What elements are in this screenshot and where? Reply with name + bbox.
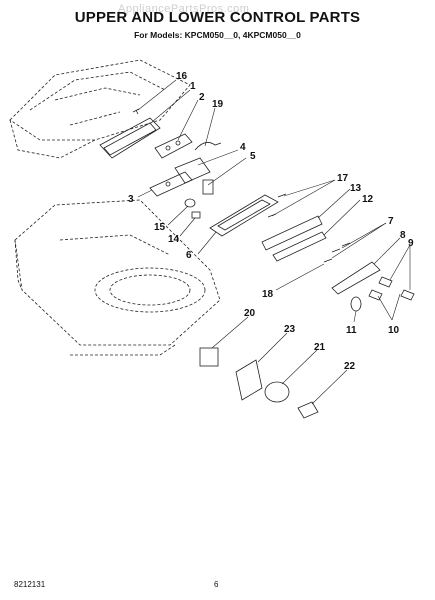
callout-label: 14: [168, 234, 180, 245]
callout-label: 23: [284, 324, 296, 335]
callout-label: 7: [388, 216, 394, 227]
page-subtitle: For Models: KPCM050__0, 4KPCM050__0: [134, 30, 301, 40]
callout-label: 3: [128, 194, 134, 205]
callout-label: 9: [408, 238, 414, 249]
lower-base-outline: [14, 199, 221, 356]
leader-lines: [137, 79, 411, 405]
callout-label: 20: [244, 308, 256, 319]
callout-label: 1: [190, 81, 196, 92]
callout-label: 8: [400, 230, 406, 241]
callout-label: 4: [240, 142, 246, 153]
part-lower-plate: [331, 261, 381, 295]
part-knob: [297, 401, 319, 419]
part-lens: [350, 296, 362, 312]
part-seal: [272, 231, 327, 262]
part-spacer: [191, 211, 201, 219]
part-tabs: [378, 276, 415, 301]
part-block: [199, 347, 219, 367]
part-ring: [264, 381, 290, 403]
part-bracket: [174, 157, 211, 184]
page-title: UPPER AND LOWER CONTROL PARTS: [74, 9, 361, 26]
callout-label: 17: [337, 173, 349, 184]
document-number: 8212131: [14, 580, 46, 589]
part-wire-harness: [194, 142, 222, 151]
part-plate: [149, 171, 193, 197]
page-number: 6: [214, 580, 219, 589]
part-gasket: [261, 215, 323, 251]
upper-housing-outline: [9, 59, 191, 159]
callout-label: 6: [186, 250, 192, 261]
part-screws-17: [267, 193, 287, 218]
part-bushing: [184, 198, 196, 208]
callout-label: 19: [212, 99, 224, 110]
part-frame: [209, 194, 279, 237]
part-screws-7: [323, 242, 351, 263]
part-buttons: [368, 289, 383, 301]
callout-label: 12: [362, 194, 374, 205]
callout-label: 13: [350, 183, 362, 194]
callout-label: 10: [388, 325, 400, 336]
part-circuit-board: [154, 133, 193, 159]
watermark: AppliancePartsPros.com: [118, 3, 250, 15]
part-switch: [202, 179, 214, 195]
callout-label: 18: [262, 289, 274, 300]
part-callouts: 16 1 2 19 4 5 3 17 13 15 14 12 6 7 8 9 1…: [128, 71, 414, 372]
part-control-panel: [99, 117, 161, 159]
callout-label: 2: [199, 92, 205, 103]
callout-label: 5: [250, 151, 256, 162]
part-mount: [235, 359, 263, 401]
callout-label: 16: [176, 71, 188, 82]
callout-label: 15: [154, 222, 166, 233]
callout-label: 22: [344, 361, 356, 372]
callout-label: 21: [314, 342, 326, 353]
part-screw-16: [132, 108, 140, 115]
callout-label: 11: [346, 325, 357, 336]
